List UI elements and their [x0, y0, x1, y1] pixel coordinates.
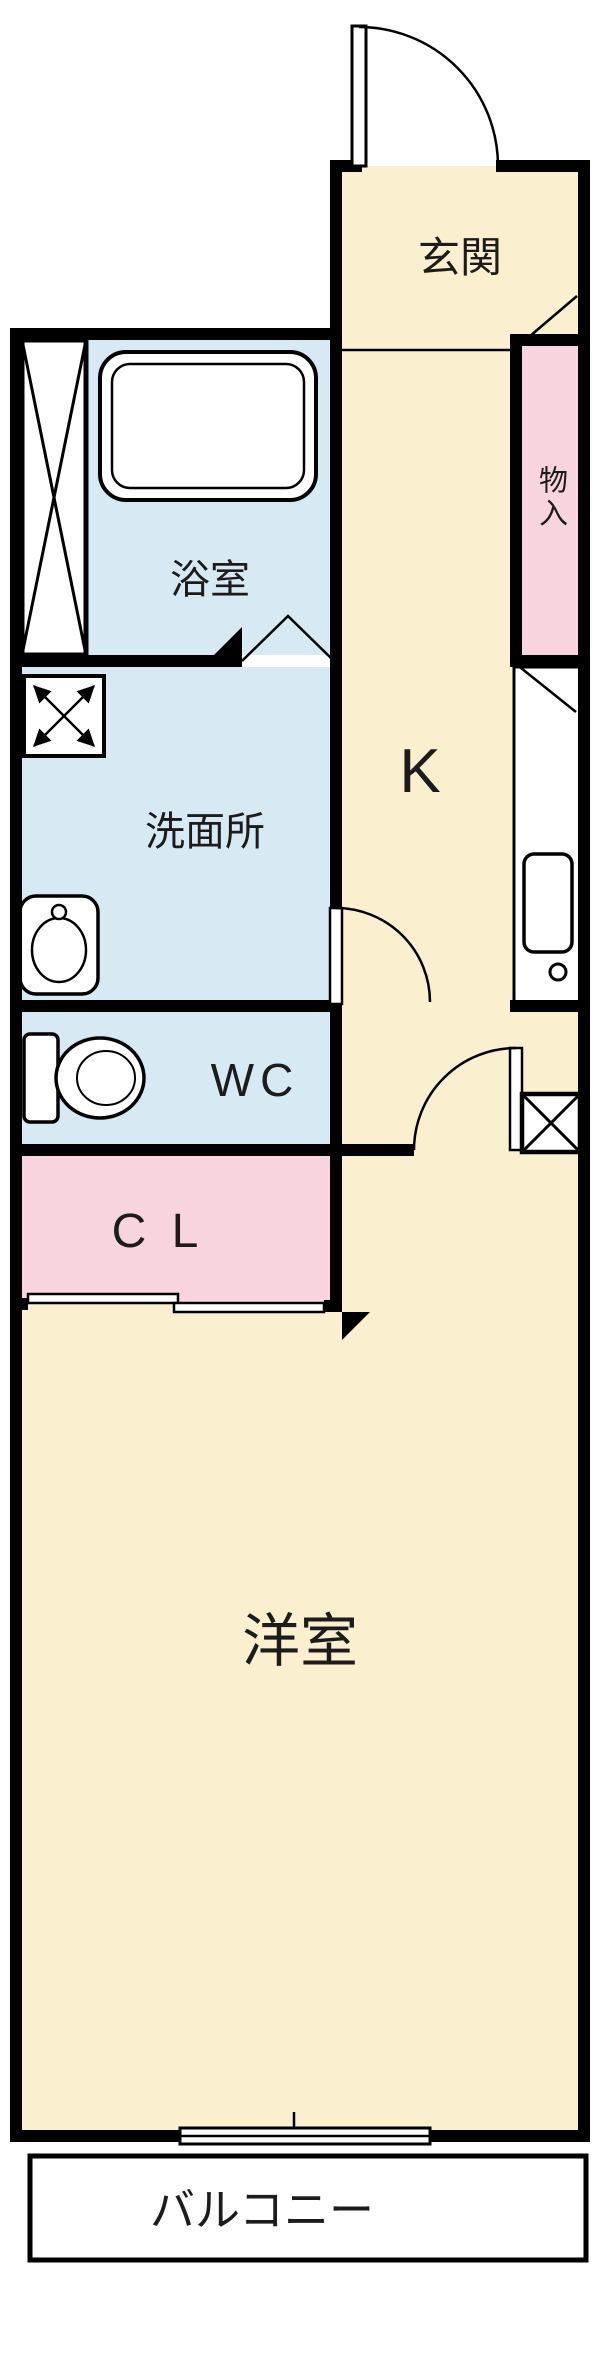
senmenjo-door [328, 906, 432, 1006]
washbasin-icon [18, 894, 100, 996]
bathroom-folding-door-icon [241, 614, 335, 662]
pillar-cross-box [519, 1091, 583, 1155]
senmenjo-door-leaf [328, 906, 344, 1006]
balcony-label: バルコニー [149, 2184, 375, 2236]
entry-door-swing-arc [358, 25, 500, 167]
kitchen-floor [336, 346, 516, 1156]
closet-floor [16, 1156, 336, 1304]
wc-label: WC [210, 1054, 300, 1106]
yoshitsu-floor-upper [336, 1156, 584, 1316]
yoshitsu-door [412, 1046, 524, 1152]
monoire-floor [522, 346, 578, 655]
faucet-icon [548, 962, 568, 982]
entry-door [350, 24, 500, 168]
monoire-label: 物入 [534, 465, 567, 531]
kitchen-label: K [399, 737, 441, 806]
washing-machine-pan-icon [22, 674, 106, 758]
entry-door-leaf [350, 24, 368, 168]
window [178, 2112, 432, 2146]
genkan-label: 玄関 [417, 234, 503, 281]
closet-wall-end-mark [342, 1312, 370, 1340]
balcony-outline [27, 2153, 589, 2263]
closet-label: C L [111, 1205, 205, 1258]
yoshitsu-label: 洋室 [241, 1609, 359, 1674]
toilet-icon [22, 1032, 146, 1124]
kitchen-counter [512, 665, 586, 1008]
senmenjo-label: 洗面所 [145, 810, 265, 854]
yokushitsu-label: 浴室 [170, 558, 250, 602]
closet-sliding-doors [26, 1292, 326, 1314]
bath-wall-end-mark [214, 627, 242, 655]
walls [10, 160, 590, 2142]
kitchen-sink-icon [522, 852, 574, 954]
monoire-bottom-opening-mark [515, 663, 577, 713]
genkan-floor [336, 166, 584, 350]
monoire-top-opening-mark [515, 295, 578, 349]
shaft-cross-box [19, 337, 89, 658]
yoshitsu-floor-main [16, 1304, 584, 2136]
senmenjo-door-swing-arc [335, 906, 432, 1003]
yoshitsu-door-swing-arc [412, 1046, 517, 1151]
bathtub-icon [98, 350, 318, 502]
